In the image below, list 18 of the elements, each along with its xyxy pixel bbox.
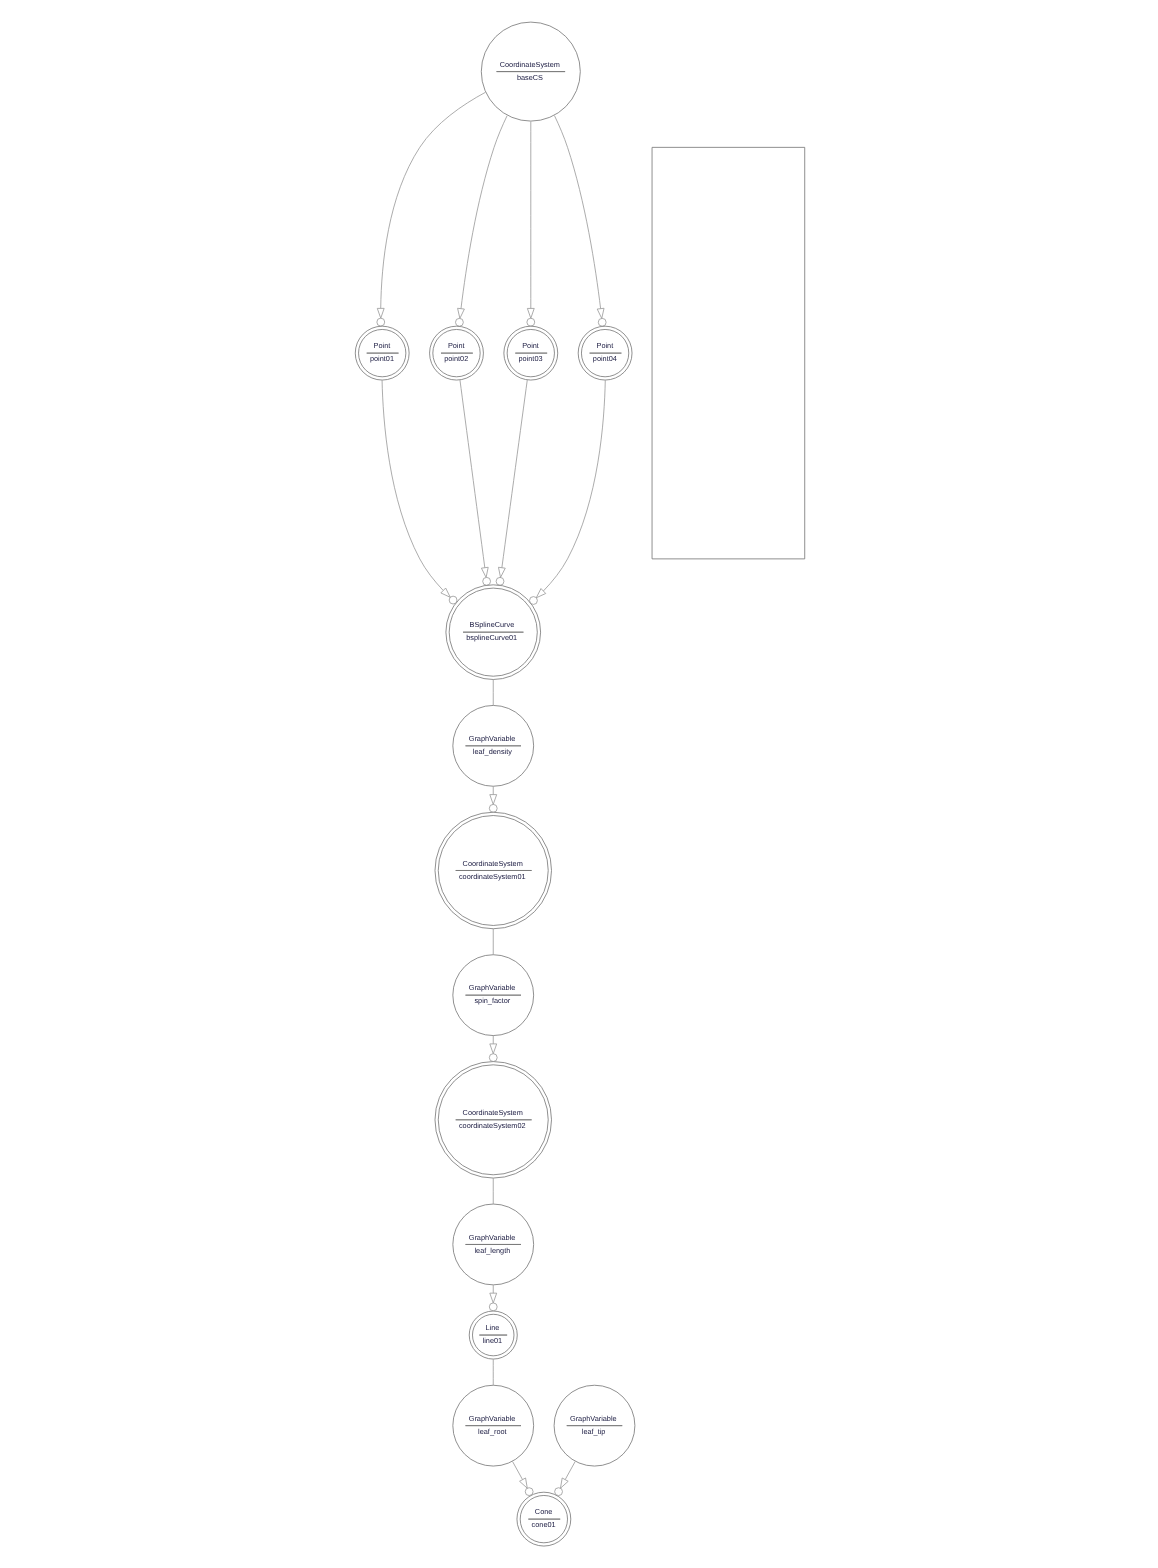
connector bbox=[491, 928, 493, 956]
arrow bbox=[487, 1035, 497, 1062]
connector bbox=[491, 1358, 493, 1386]
arrow bbox=[494, 379, 527, 586]
arrow bbox=[487, 1284, 497, 1312]
arrow bbox=[458, 379, 490, 586]
connector bbox=[491, 1177, 493, 1205]
arrow bbox=[454, 115, 507, 327]
node-box bbox=[650, 146, 805, 560]
arrow bbox=[380, 379, 457, 605]
arrow bbox=[511, 1461, 533, 1496]
arrow bbox=[487, 785, 497, 813]
connector bbox=[491, 679, 493, 706]
arrow bbox=[553, 115, 606, 327]
arrow bbox=[528, 379, 605, 605]
arrow bbox=[553, 1461, 575, 1496]
arrow bbox=[525, 121, 535, 327]
arrow bbox=[375, 91, 485, 327]
